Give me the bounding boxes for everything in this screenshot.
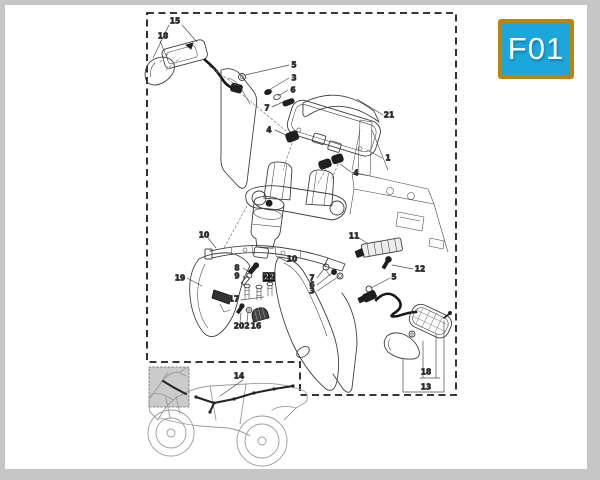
ignition-lock: [250, 195, 285, 259]
part-windshield-trim-panel: [220, 68, 258, 189]
turn-signal-lens: [383, 332, 420, 360]
part-label-16: 16: [251, 322, 261, 331]
part-label-10: 10: [199, 231, 209, 240]
part-label-7: 7: [309, 274, 314, 283]
part-label-17: 17: [229, 295, 239, 304]
turn-signal-cable: [203, 58, 235, 90]
fastener-chain-upper: [208, 64, 295, 137]
part-label-6: 6: [309, 281, 314, 290]
part-windscreen: [302, 94, 384, 123]
part-label-14: 14: [234, 372, 244, 381]
part-label-13: 13: [421, 383, 431, 392]
part-label-1: 1: [385, 154, 390, 163]
part-label-3: 3: [309, 287, 314, 296]
part-rubber-grommets: [282, 130, 352, 186]
frame-structure: [349, 119, 449, 253]
part-left-panel: [186, 252, 251, 337]
screws-17: [243, 281, 274, 301]
part-label-15: 15: [170, 17, 180, 26]
turn-signal-lens: [144, 56, 175, 86]
part-label-18: 18: [158, 32, 168, 41]
part-label-box: [262, 272, 276, 282]
part-label-7: 7: [264, 104, 269, 113]
part-label-10: 10: [287, 255, 297, 264]
turn-signal-cable: [374, 292, 418, 318]
part-label-19: 19: [175, 274, 185, 283]
part-label-12: 12: [415, 265, 425, 274]
part-label-6: 6: [290, 86, 295, 95]
part-screw-12: [381, 256, 392, 270]
part-label-5: 5: [391, 273, 396, 282]
part-label-21: 21: [384, 111, 394, 120]
small-screws: [240, 262, 274, 301]
part-label-18: 18: [421, 368, 431, 377]
part-label-2: 2: [244, 322, 249, 331]
part-label-22: 22: [264, 273, 274, 282]
part-label-4: 4: [266, 126, 271, 135]
part-right-panel: [274, 256, 358, 393]
part-wiring-harness: [162, 380, 295, 414]
part-fairing-stay: [204, 237, 346, 272]
motorcycle-locator: [147, 366, 308, 467]
part-label-9: 9: [234, 272, 239, 281]
part-label-8: 8: [234, 264, 239, 273]
turn-signal-bulb: [408, 330, 416, 338]
part-instrument-cluster: [286, 99, 383, 159]
part-label-4: 4: [353, 169, 358, 178]
part-label-20: 20: [234, 322, 244, 331]
turn-signal-body: [408, 303, 453, 339]
part-label-5: 5: [291, 61, 296, 70]
part-front-right-turn-signal: [357, 290, 453, 393]
part-label-11: 11: [349, 232, 359, 241]
parts-20-2-16: [236, 303, 270, 323]
figure-code-badge[interactable]: F01: [498, 19, 574, 79]
upper-fork-bridge: [245, 161, 347, 221]
part-label-3: 3: [291, 74, 296, 83]
locator-highlight-box: [148, 366, 190, 408]
part-instrument-bracket: [354, 237, 414, 270]
